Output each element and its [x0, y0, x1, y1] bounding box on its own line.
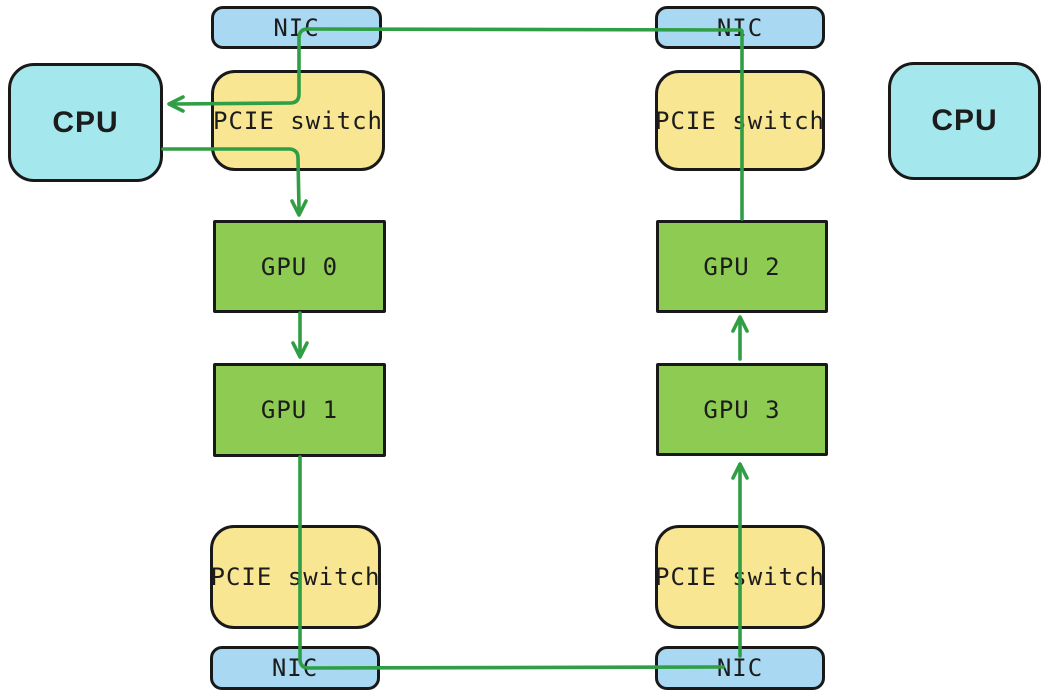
- node-label: PCIE switch: [213, 106, 383, 135]
- arrowhead-gpu0-to-gpu1: [291, 341, 309, 359]
- node-gpu-3: GPU 3: [656, 363, 828, 456]
- node-pcie-bottom-right: PCIE switch: [655, 525, 825, 629]
- arrowhead-gpu3-to-gpu2: [731, 315, 749, 333]
- node-label: CPU: [931, 104, 998, 137]
- node-nic-top-right: NIC: [655, 6, 825, 49]
- node-label: NIC: [716, 654, 764, 682]
- node-label: NIC: [716, 13, 764, 42]
- node-nic-top-left: NIC: [211, 6, 382, 49]
- arrowhead-cpu-left-to-gpu0: [290, 199, 308, 217]
- node-pcie-bottom-left: PCIE switch: [210, 525, 381, 629]
- node-label: PCIE switch: [210, 563, 381, 591]
- arrowhead-nic-bottom-right-to-gpu3: [731, 462, 749, 480]
- node-label: GPU 1: [260, 396, 339, 424]
- node-label: CPU: [52, 105, 119, 139]
- node-pcie-top-left: PCIE switch: [211, 70, 385, 171]
- node-label: GPU 3: [703, 395, 781, 424]
- node-gpu-0: GPU 0: [213, 220, 386, 313]
- node-gpu-1: GPU 1: [213, 363, 386, 457]
- node-label: NIC: [271, 654, 319, 682]
- node-label: PCIE switch: [655, 563, 825, 591]
- arrowhead-nic-top-right-to-cpu-left: [167, 95, 185, 113]
- node-label: GPU 0: [260, 252, 339, 281]
- node-cpu-right: CPU: [888, 62, 1041, 180]
- node-pcie-top-right: PCIE switch: [655, 70, 825, 171]
- node-gpu-2: GPU 2: [656, 220, 828, 313]
- node-nic-bottom-left: NIC: [210, 646, 380, 690]
- node-label: PCIE switch: [655, 106, 825, 135]
- node-label: GPU 2: [703, 252, 781, 281]
- node-cpu-left: CPU: [8, 63, 163, 182]
- node-nic-bottom-right: NIC: [655, 646, 825, 690]
- node-label: NIC: [273, 13, 320, 42]
